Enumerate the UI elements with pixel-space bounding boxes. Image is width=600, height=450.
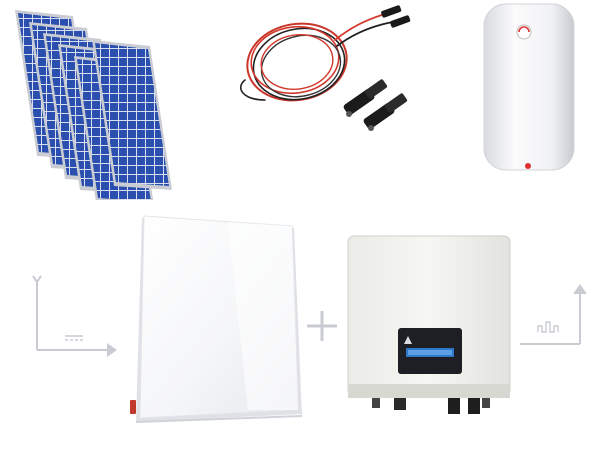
- heating-panel-icon: [130, 215, 303, 423]
- solar-panels-icon: [15, 10, 172, 200]
- ac-waveform-icon: [537, 321, 559, 333]
- inverter-box-icon: [347, 235, 511, 414]
- cable-coil-icon: [240, 5, 411, 131]
- mc4-connector-pair: [343, 79, 408, 131]
- output-flow-arrow-icon: [520, 284, 587, 345]
- plus-icon: [307, 311, 337, 341]
- input-flow-arrow-icon: [32, 275, 117, 357]
- water-boiler-icon: [483, 3, 575, 171]
- power-switch-icon: [130, 400, 136, 414]
- indicator-light-icon: [525, 163, 531, 169]
